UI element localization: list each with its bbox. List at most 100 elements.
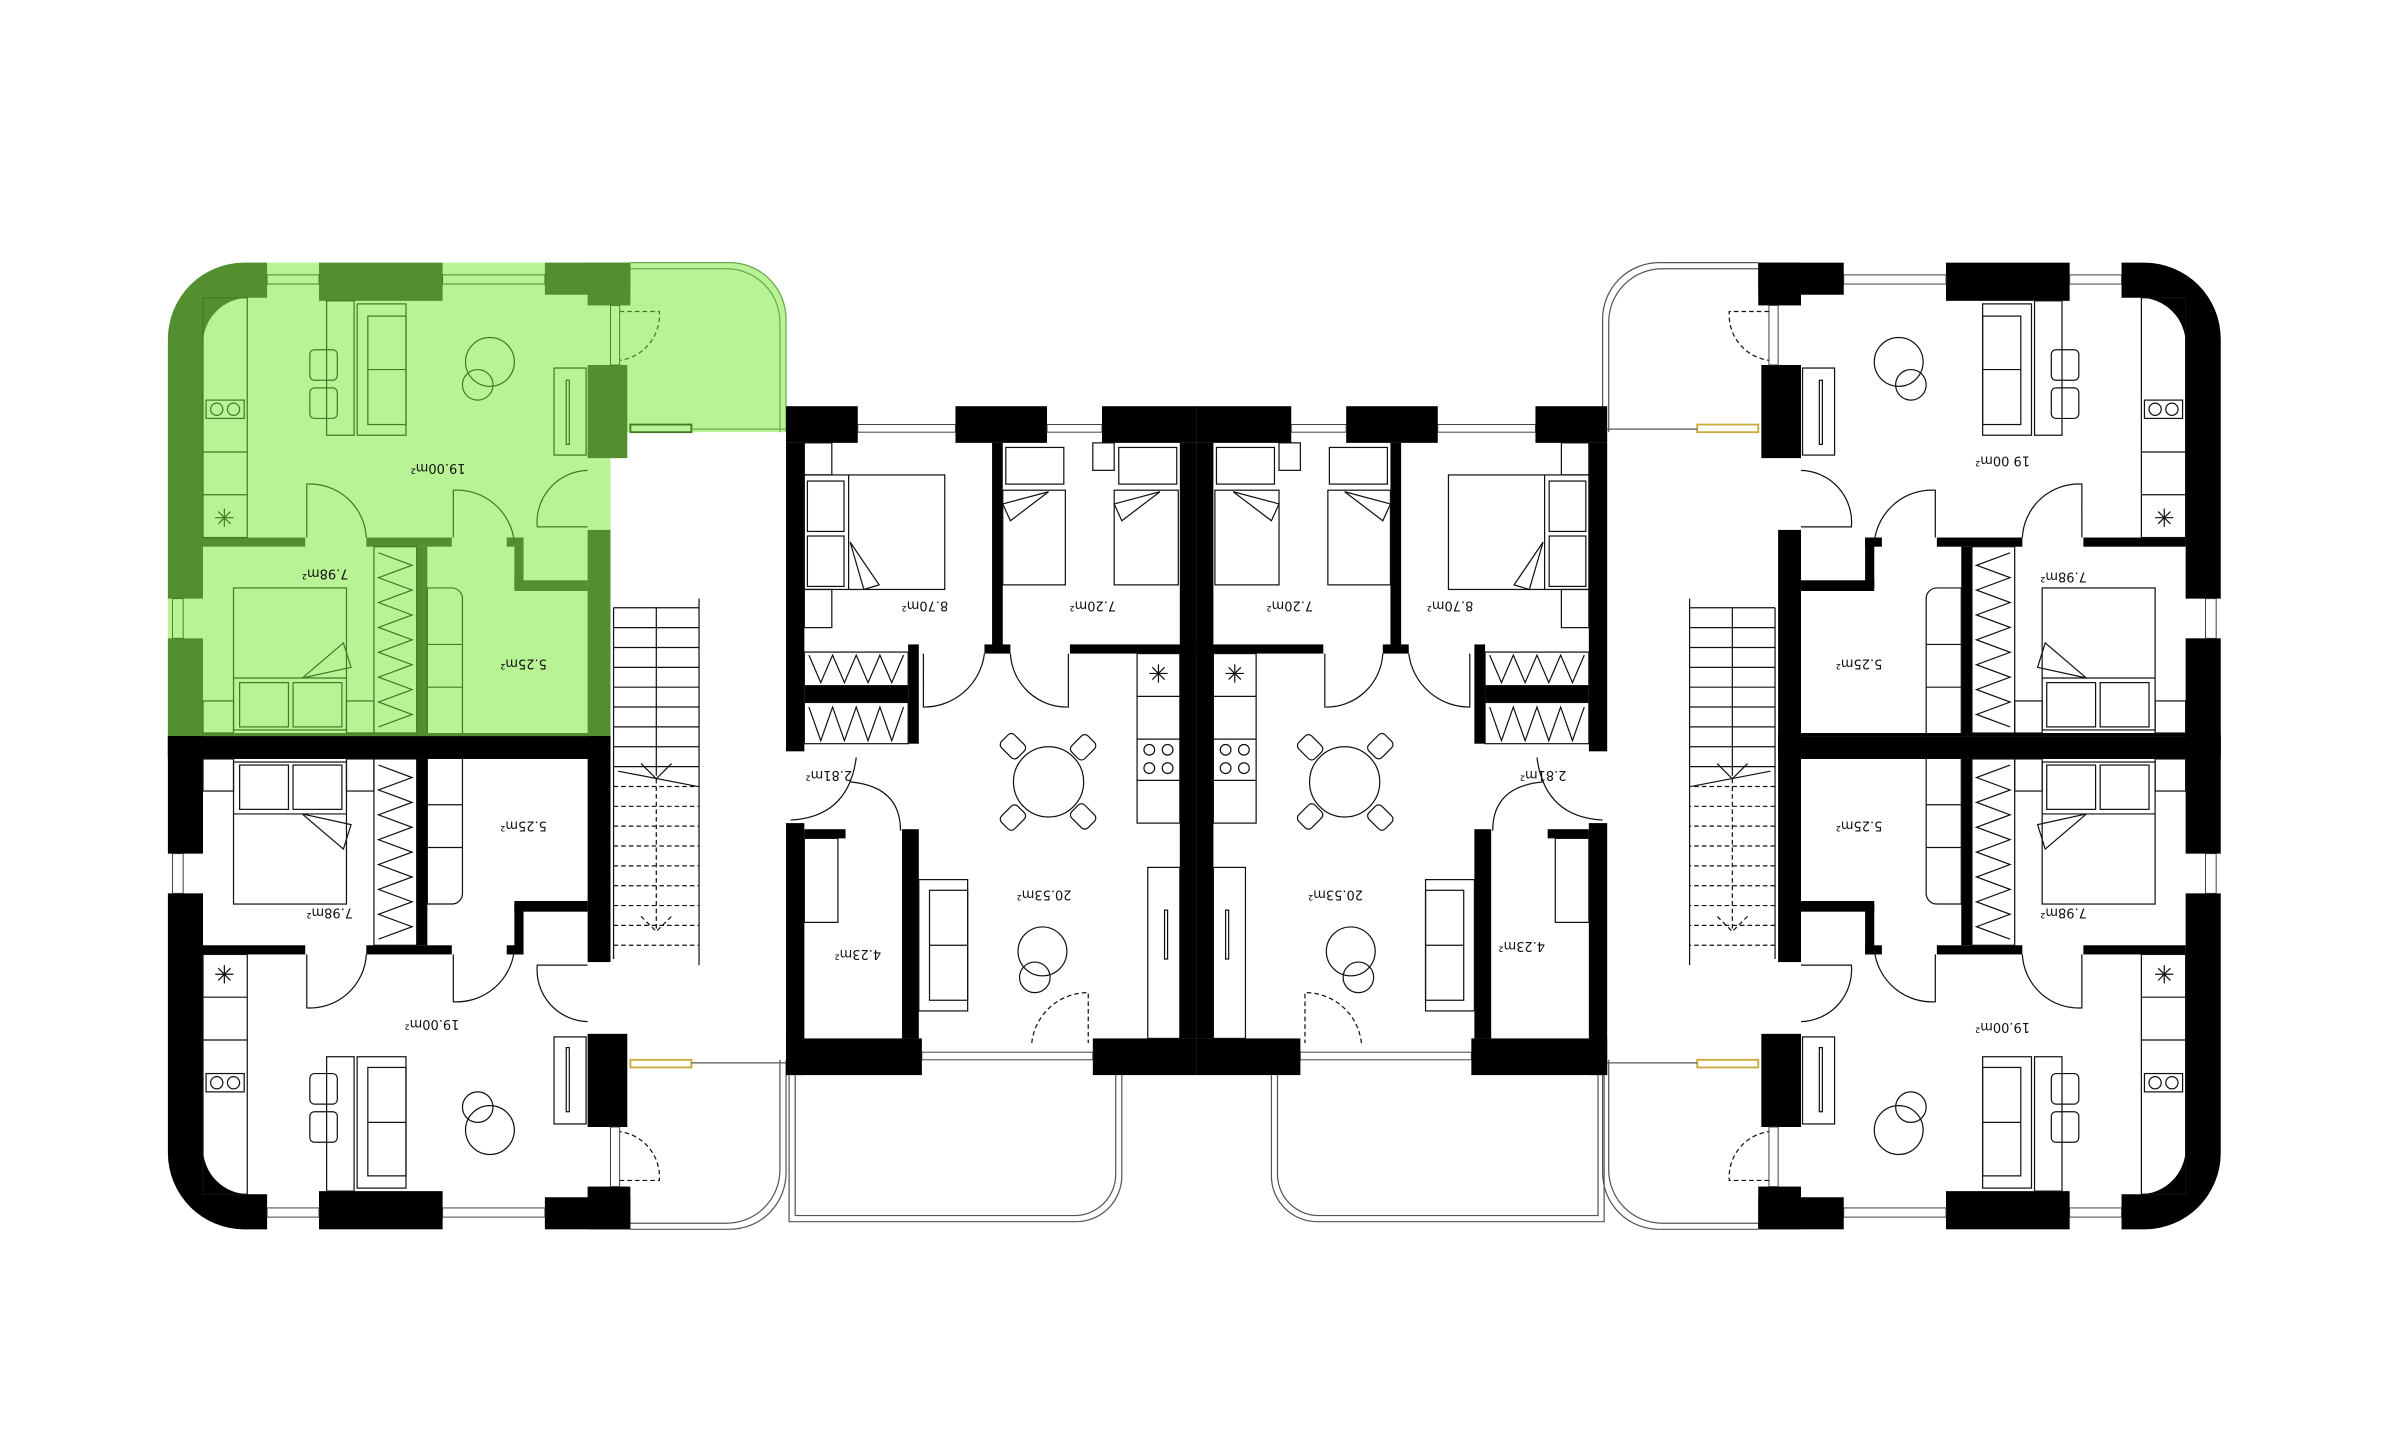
area-label-living: 19.00m² <box>411 460 466 475</box>
balcony-railing-inner <box>1608 268 1759 433</box>
unit-right-top[interactable] <box>1601 262 2221 756</box>
pillow <box>1215 446 1276 485</box>
area-label-bedroom: 8.70m² <box>1427 598 1474 613</box>
balcony-railing <box>1601 262 1759 433</box>
unit-floor <box>1778 262 2221 756</box>
wall <box>804 685 909 703</box>
area-label-bedroom: 7.20m² <box>1266 598 1313 613</box>
bathtub <box>1925 758 1962 905</box>
balcony-railing <box>1270 1075 1605 1223</box>
area-label-bedroom: 8.70m² <box>902 598 949 613</box>
unit-right-bottom[interactable] <box>1601 736 2221 1230</box>
window <box>266 1207 320 1218</box>
wardrobe <box>1971 758 2016 946</box>
bedroom-door <box>1324 653 1384 708</box>
pillow <box>1118 446 1178 485</box>
extractor-icon <box>215 965 234 984</box>
wall <box>1801 900 1875 912</box>
balcony-door <box>619 310 661 362</box>
unit-floor <box>167 736 611 1230</box>
balcony-window <box>629 423 693 434</box>
wall <box>1069 644 1197 654</box>
wall <box>587 529 611 756</box>
bed <box>2041 587 2156 731</box>
balcony-floor <box>610 1059 787 1230</box>
hob-burner <box>2165 402 2179 416</box>
balcony-door <box>1031 992 1089 1044</box>
wall <box>1801 580 1875 591</box>
extractor-icon <box>215 508 234 527</box>
hob-burner <box>1219 743 1232 756</box>
area-label-storage: 4.23m² <box>834 946 881 961</box>
bar-counter <box>326 300 355 436</box>
bed-fold <box>1513 541 1544 591</box>
window <box>1046 424 1103 433</box>
area-label-bathroom: 5.25m² <box>1836 818 1883 833</box>
wall <box>202 945 306 955</box>
balcony-window <box>1696 1058 1760 1069</box>
wall <box>1946 1191 2070 1230</box>
sofa-cushions <box>1982 315 2022 426</box>
wall <box>1588 823 1608 1076</box>
window <box>2069 274 2122 285</box>
wall <box>786 823 805 1076</box>
bar-counter <box>326 1056 355 1192</box>
balcony-railing-inner <box>1276 1075 1599 1217</box>
single-bed <box>1327 489 1392 586</box>
window <box>2205 598 2217 639</box>
hob-burner <box>2165 1075 2179 1090</box>
wall <box>366 537 452 547</box>
wall <box>1535 406 1608 443</box>
wall <box>984 644 1011 654</box>
wall <box>1474 829 1492 1039</box>
entrance-door <box>536 469 588 528</box>
chair <box>309 1111 338 1143</box>
closet-hangers <box>808 653 905 685</box>
area-label-bathroom: 2.81m² <box>1520 767 1567 782</box>
bar-counter <box>2033 300 2063 436</box>
unit-left-bottom[interactable] <box>167 736 787 1230</box>
balcony-railing-inner <box>630 1059 781 1224</box>
wardrobe-hangers <box>376 764 414 940</box>
area-label-bedroom: 7.98m² <box>306 905 353 920</box>
wall <box>1390 442 1402 653</box>
bathroom-door <box>1536 757 1603 821</box>
bed-fold <box>1113 491 1161 522</box>
wall <box>1936 945 2023 955</box>
wall <box>955 406 1048 443</box>
chair <box>309 349 338 381</box>
stair-break-line <box>1691 770 1771 788</box>
chair <box>309 1072 338 1105</box>
bed-fold <box>301 813 352 851</box>
kitchen-counter <box>1212 652 1257 824</box>
wall <box>1865 537 1875 588</box>
hob-burner <box>1237 762 1250 775</box>
tv-unit <box>1801 1036 1836 1125</box>
bed <box>232 587 348 731</box>
area-label-living: 19.00m² <box>404 1016 459 1031</box>
area-label-bathroom: 5.25m² <box>500 818 547 833</box>
bed <box>2041 761 2156 905</box>
pillow <box>239 682 290 728</box>
stool <box>461 1091 494 1124</box>
sofa-cushions <box>367 1066 407 1177</box>
balcony-window <box>1696 423 1760 434</box>
middle-unit-left[interactable] <box>786 406 1197 1223</box>
bathtub <box>426 587 464 734</box>
window <box>172 853 184 894</box>
chair <box>2050 1111 2080 1143</box>
hob <box>205 1072 245 1093</box>
dining-table <box>1012 746 1085 818</box>
pillow <box>1548 535 1587 588</box>
nightstand <box>2154 758 2187 792</box>
area-label-bedroom: 7.98m² <box>302 566 349 581</box>
window <box>1437 424 1536 433</box>
sofa-cushions <box>367 315 407 426</box>
window <box>2069 1207 2122 1218</box>
middle-unit-right[interactable] <box>1196 406 1608 1223</box>
closet-hangers <box>1489 653 1585 685</box>
pillow <box>2046 682 2097 728</box>
hob <box>2143 1072 2184 1093</box>
double-bed <box>803 474 946 591</box>
hob-burner <box>1161 762 1174 775</box>
